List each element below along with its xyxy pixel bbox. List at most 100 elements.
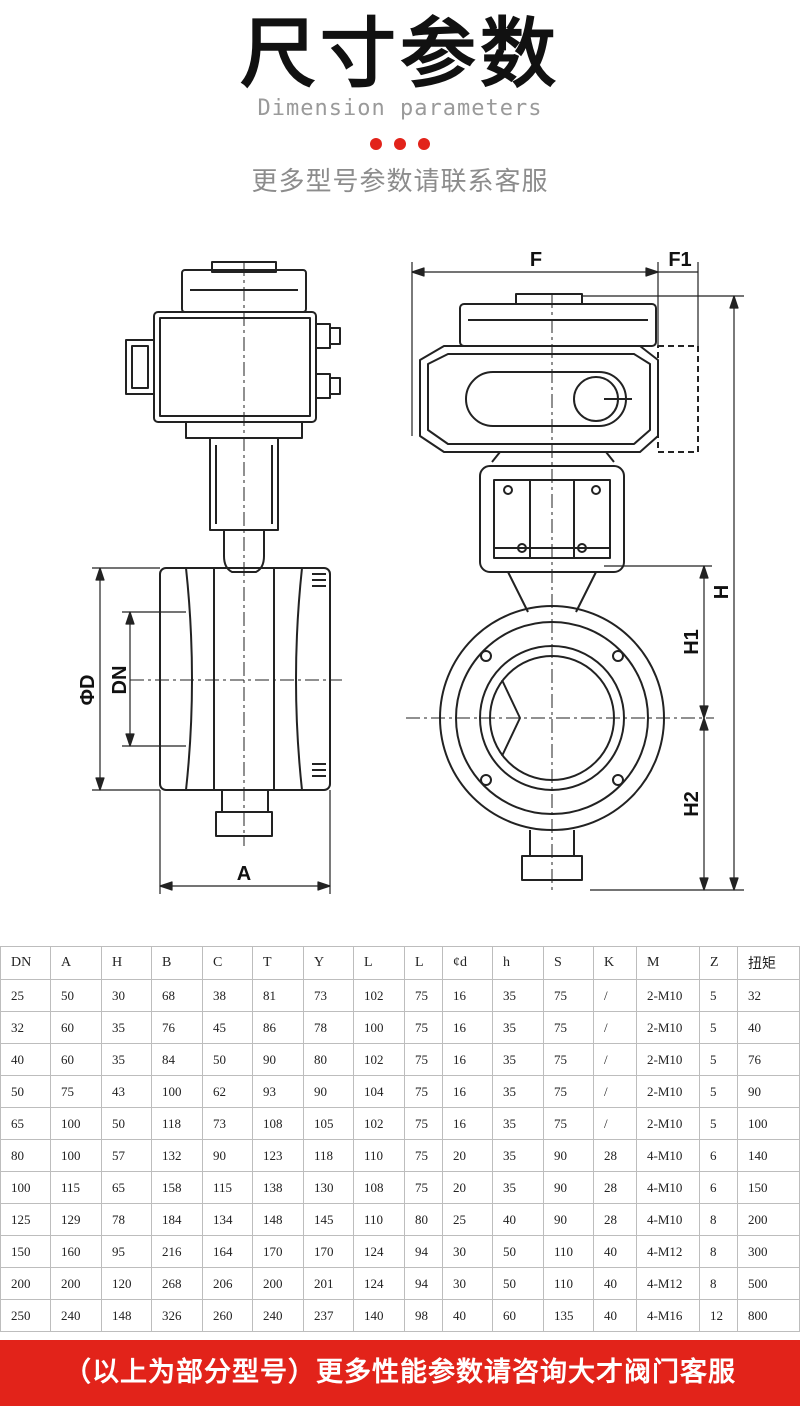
column-header: S bbox=[543, 946, 594, 980]
table-cell: 75 bbox=[404, 979, 443, 1012]
table-cell: 90 bbox=[543, 1171, 594, 1204]
contact-note: 更多型号参数请联系客服 bbox=[251, 167, 549, 197]
column-header: 扭矩 bbox=[737, 946, 800, 980]
table-cell: 80 bbox=[404, 1203, 443, 1236]
table-cell: 45 bbox=[202, 1011, 253, 1044]
table-cell: 40 bbox=[593, 1299, 637, 1332]
table-cell: 75 bbox=[404, 1011, 443, 1044]
table-cell: 2-M10 bbox=[636, 1075, 700, 1108]
table-cell: 102 bbox=[353, 1107, 405, 1140]
table-cell: 145 bbox=[303, 1203, 354, 1236]
table-cell: 326 bbox=[151, 1299, 203, 1332]
table-cell: 135 bbox=[543, 1299, 594, 1332]
table-cell: 115 bbox=[50, 1171, 102, 1204]
table-cell: 4-M10 bbox=[636, 1139, 700, 1172]
column-header: T bbox=[252, 946, 304, 980]
table-cell: 93 bbox=[252, 1075, 304, 1108]
table-cell: 129 bbox=[50, 1203, 102, 1236]
table-cell: 268 bbox=[151, 1267, 203, 1300]
table-cell: 75 bbox=[404, 1139, 443, 1172]
table-cell: 200 bbox=[737, 1203, 800, 1236]
table-cell: 76 bbox=[737, 1043, 800, 1076]
table-cell: 12 bbox=[699, 1299, 738, 1332]
table-cell: 110 bbox=[543, 1267, 594, 1300]
table-cell: 76 bbox=[151, 1011, 203, 1044]
table-cell: 75 bbox=[50, 1075, 102, 1108]
table-cell: 28 bbox=[593, 1139, 637, 1172]
table-cell: 100 bbox=[151, 1075, 203, 1108]
table-cell: 8 bbox=[699, 1267, 738, 1300]
table-cell: 160 bbox=[50, 1235, 102, 1268]
table-cell: 170 bbox=[252, 1235, 304, 1268]
table-cell: 5 bbox=[699, 1011, 738, 1044]
table-cell: 108 bbox=[252, 1107, 304, 1140]
table-cell: 250 bbox=[0, 1299, 51, 1332]
table-cell: 32 bbox=[737, 979, 800, 1012]
table-cell: 132 bbox=[151, 1139, 203, 1172]
phi-d-label: ΦD bbox=[77, 675, 99, 706]
table-cell: 5 bbox=[699, 1075, 738, 1108]
front-view bbox=[406, 262, 744, 892]
table-cell: 40 bbox=[737, 1011, 800, 1044]
table-cell: 140 bbox=[737, 1139, 800, 1172]
dn-label: DN bbox=[109, 666, 131, 695]
table-cell: 237 bbox=[303, 1299, 354, 1332]
table-cell: 94 bbox=[404, 1235, 443, 1268]
table-cell: 2-M10 bbox=[636, 1011, 700, 1044]
table-cell: 35 bbox=[492, 1139, 544, 1172]
table-cell: 35 bbox=[492, 1107, 544, 1140]
table-cell: 200 bbox=[252, 1267, 304, 1300]
table-cell: 8 bbox=[699, 1203, 738, 1236]
table-cell: 38 bbox=[202, 979, 253, 1012]
table-cell: 50 bbox=[492, 1235, 544, 1268]
side-view bbox=[92, 261, 342, 894]
table-cell: 4-M12 bbox=[636, 1267, 700, 1300]
table-cell: 5 bbox=[699, 1107, 738, 1140]
table-cell: 100 bbox=[353, 1011, 405, 1044]
column-header: L bbox=[353, 946, 405, 980]
table-cell: 40 bbox=[593, 1267, 637, 1300]
table-cell: / bbox=[593, 1107, 637, 1140]
table-cell: 20 bbox=[442, 1139, 493, 1172]
column-header: h bbox=[492, 946, 544, 980]
f1-label: F1 bbox=[668, 249, 691, 271]
table-cell: / bbox=[593, 1075, 637, 1108]
table-cell: 28 bbox=[593, 1171, 637, 1204]
table-cell: 100 bbox=[0, 1171, 51, 1204]
decorative-dots bbox=[0, 138, 800, 150]
table-cell: 124 bbox=[353, 1267, 405, 1300]
table-cell: 2-M10 bbox=[636, 1107, 700, 1140]
table-cell: 16 bbox=[442, 1107, 493, 1140]
table-cell: 240 bbox=[252, 1299, 304, 1332]
table-cell: 35 bbox=[101, 1011, 152, 1044]
table-cell: 90 bbox=[543, 1139, 594, 1172]
column-header: K bbox=[593, 946, 637, 980]
table-cell: 80 bbox=[303, 1043, 354, 1076]
table-cell: 16 bbox=[442, 979, 493, 1012]
table-cell: 148 bbox=[252, 1203, 304, 1236]
table-cell: 118 bbox=[151, 1107, 203, 1140]
table-cell: 50 bbox=[202, 1043, 253, 1076]
table-cell: 40 bbox=[0, 1043, 51, 1076]
table-cell: 78 bbox=[101, 1203, 152, 1236]
table-cell: 5 bbox=[699, 1043, 738, 1076]
column-header: DN bbox=[0, 946, 51, 980]
table-cell: 73 bbox=[303, 979, 354, 1012]
table-cell: 50 bbox=[0, 1075, 51, 1108]
table-cell: 4-M10 bbox=[636, 1203, 700, 1236]
column-header: Y bbox=[303, 946, 354, 980]
table-cell: 20 bbox=[442, 1171, 493, 1204]
column-header: B bbox=[151, 946, 203, 980]
h-label: H bbox=[711, 585, 733, 599]
table-cell: 28 bbox=[593, 1203, 637, 1236]
table-cell: 200 bbox=[50, 1267, 102, 1300]
table-cell: 100 bbox=[50, 1139, 102, 1172]
table-cell: 60 bbox=[50, 1043, 102, 1076]
table-cell: 118 bbox=[303, 1139, 354, 1172]
valve-dimension-drawing: ΦD DN A bbox=[0, 236, 800, 916]
